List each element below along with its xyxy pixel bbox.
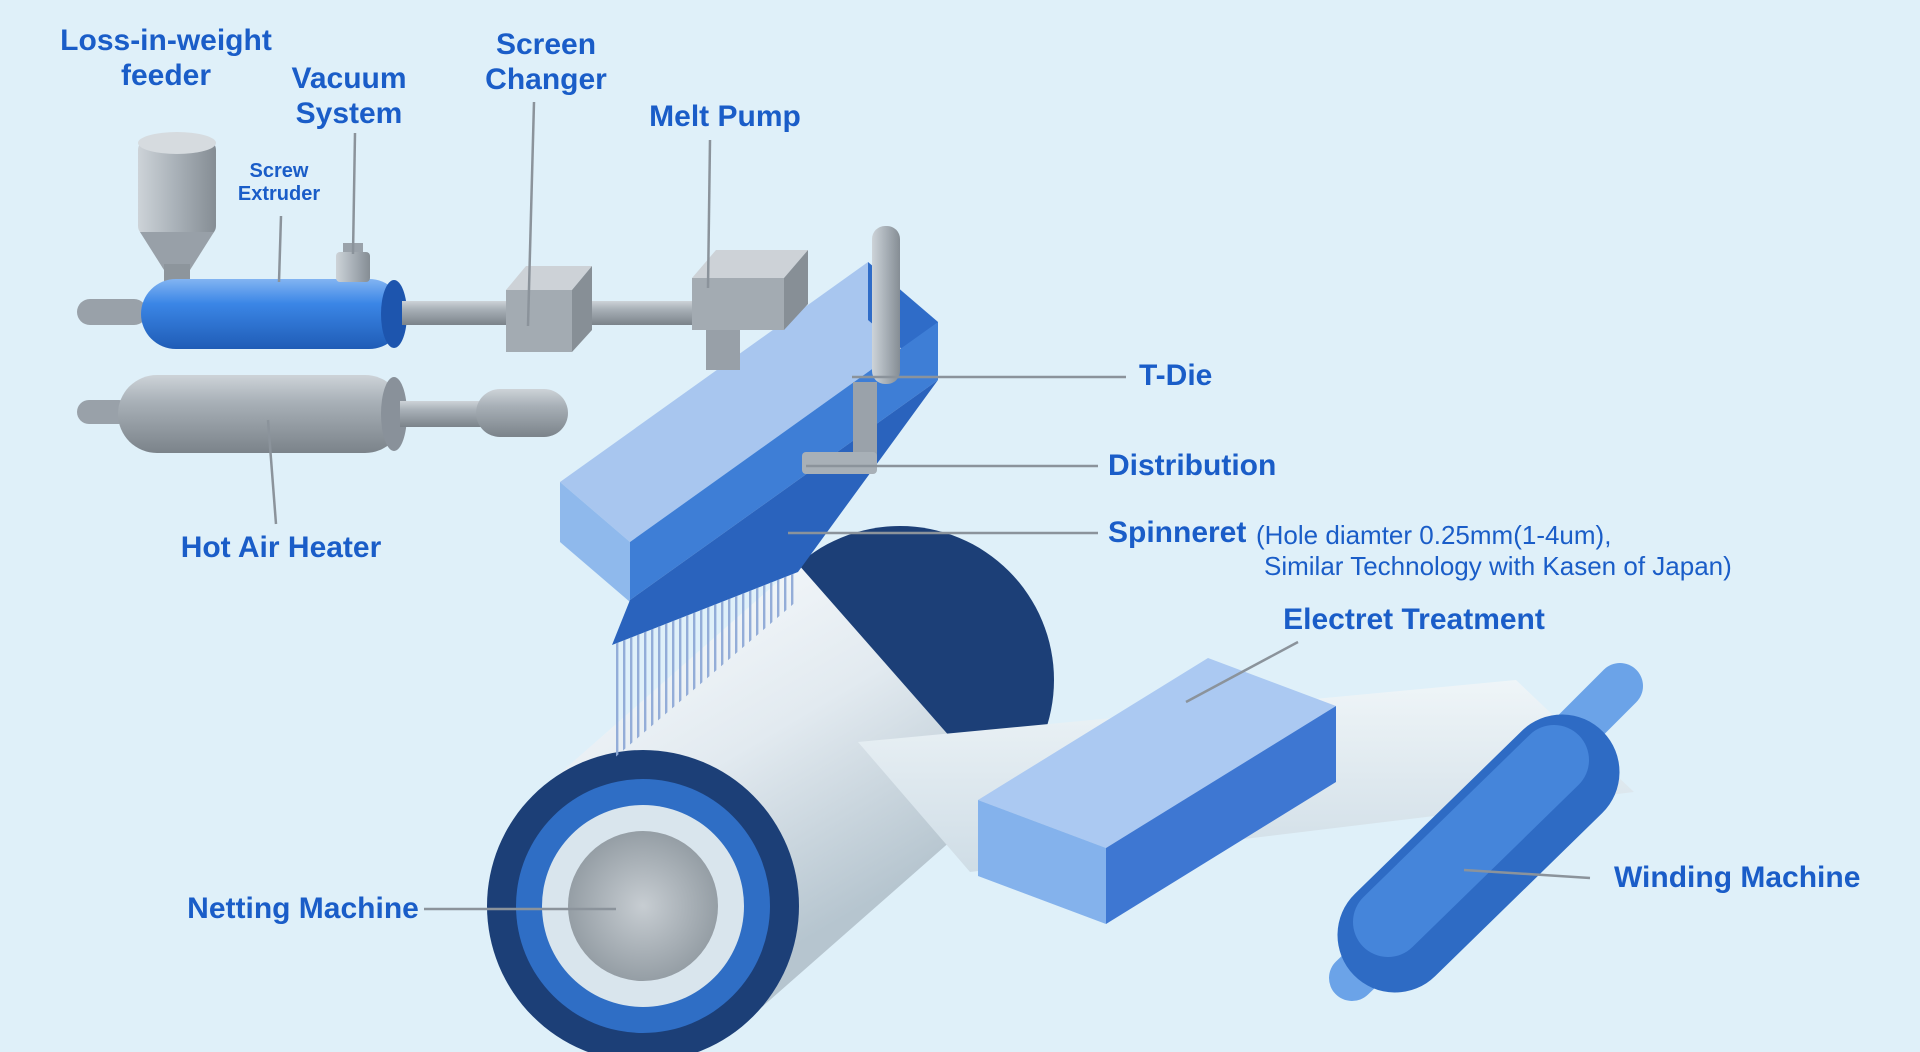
label-distribution: Distribution [1108,449,1277,482]
winding-machine-roller [1329,663,1643,1001]
leader-vacuum-system [351,132,357,255]
hot-air-heater [77,375,568,453]
t-die-block [560,226,938,645]
label-spinneret: Spinneret [1108,516,1247,549]
netting-machine-drum [487,526,1054,1052]
screen-changer-box [506,266,694,352]
electret-treatment-box [978,658,1336,924]
label-line: Loss-in-weight [60,24,272,57]
leader-lines [266,101,1591,911]
label-hot-air-heater: Hot Air Heater [180,531,382,564]
label-line: System [295,96,403,130]
label-t-die: T-Die [1139,359,1213,392]
label-line: Screen [495,28,597,61]
label-netting-machine: Netting Machine [187,892,419,925]
label-line: feeder [120,58,212,92]
label-spinneret-note-1: (Hole diamter 0.25mm(1-4um), [1256,520,1612,550]
label-spinneret-note-2: Similar Technology with Kasen of Japan) [1264,551,1732,581]
label-vacuum-system: Vacuum System [229,62,469,132]
label-screen-changer: Screen Changer [426,28,666,98]
label-line: Screw [249,160,309,182]
distribution-pipe-horizontal [802,452,877,474]
label-melt-pump: Melt Pump [649,100,801,133]
t-die-top-pipe [872,226,900,384]
label-electret-treatment: Electret Treatment [1283,603,1545,636]
leader-melt-pump [706,139,712,289]
leader-screen-changer [526,101,536,327]
spinneret-filaments [612,572,798,760]
label-line: Changer [485,62,607,96]
screw-extruder-barrel [77,279,508,349]
leader-electret-treatment [1185,640,1299,704]
leader-winding-machine [1463,868,1591,880]
label-line: Vacuum [291,62,407,95]
distribution-pipe-vertical [853,382,877,462]
label-loss-in-weight-feeder: Loss-in-weight feeder [16,24,316,94]
label-line: Extruder [237,183,321,206]
label-screw-extruder: Screw Extruder [179,160,379,206]
leader-hot-air-heater [266,419,278,525]
label-winding-machine: Winding Machine [1614,861,1861,894]
leader-screw-extruder [277,215,283,283]
loss-in-weight-feeder-hopper [138,132,216,284]
